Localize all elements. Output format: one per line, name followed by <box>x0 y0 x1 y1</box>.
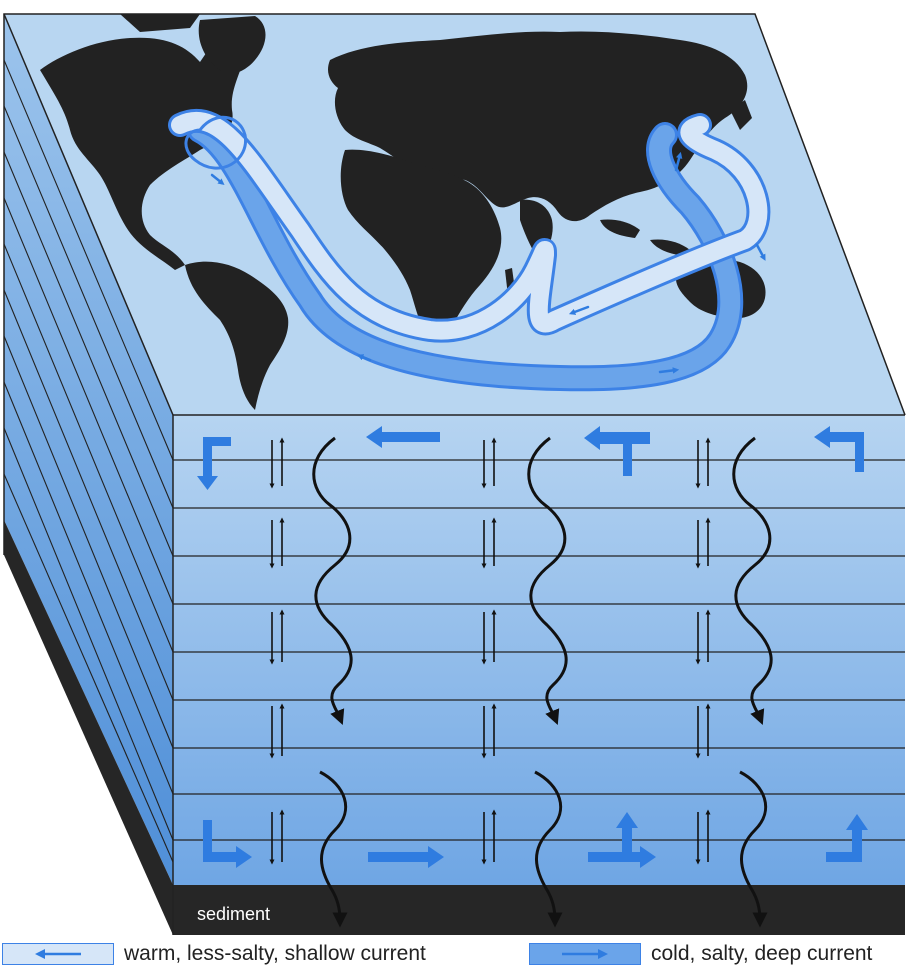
left-arrow-icon <box>35 949 81 959</box>
sinking-wavy-lines <box>312 436 773 928</box>
upwelling-arrow <box>588 812 656 868</box>
sediment-label: sediment <box>197 904 271 924</box>
wavy-line-2-upper <box>527 436 568 725</box>
ocean-side-face <box>4 14 173 885</box>
legend-cold-current: cold, salty, deep current <box>529 941 872 967</box>
mixing-column-2 <box>481 437 497 865</box>
wavy-line-1-upper <box>312 436 353 725</box>
front-current-arrows <box>197 426 868 868</box>
indonesia-islands <box>650 239 690 256</box>
wavy-line-2-lower <box>534 770 563 928</box>
water-layer-lines <box>173 459 905 841</box>
north-atlantic-loop <box>184 115 247 170</box>
north-america-landmass <box>40 35 246 270</box>
arctic-landmass <box>120 14 200 32</box>
wavy-line-3-upper <box>732 436 773 725</box>
legend-warm-current: warm, less-salty, shallow current <box>2 941 426 967</box>
sediment-layer <box>173 885 905 935</box>
warm-current-swatch <box>2 943 114 965</box>
mixing-arrows <box>269 437 711 865</box>
mixing-column-3 <box>695 437 711 865</box>
deep-current-arrow-2 <box>368 846 444 868</box>
surface-downwelling-arrow <box>197 437 231 490</box>
greenland-landmass <box>198 16 266 74</box>
ocean-front-face <box>173 415 905 885</box>
side-sediment <box>4 520 173 935</box>
conveyor-belt <box>168 108 771 392</box>
south-america-landmass <box>185 261 289 410</box>
cold-current-swatch <box>529 943 641 965</box>
indonesia-landmass <box>600 219 640 238</box>
africa-landmass <box>340 149 502 338</box>
surface-current-arrow-2 <box>584 426 650 476</box>
surface-current-arrow-1 <box>366 426 440 448</box>
block-outline <box>3 13 906 935</box>
wavy-line-3-lower <box>739 770 768 928</box>
cold-current-label: cold, salty, deep current <box>651 942 873 965</box>
warm-current-label: warm, less-salty, shallow current <box>124 942 426 965</box>
mixing-column-1 <box>269 437 285 865</box>
deep-current-arrow-1 <box>203 820 252 868</box>
surface-current-arrow-3 <box>814 426 864 472</box>
deep-current-arrow-3 <box>826 814 868 862</box>
right-arrow-icon <box>562 949 608 959</box>
side-layer-lines <box>3 59 174 863</box>
wavy-line-1-lower <box>319 770 348 928</box>
japan-landmass <box>730 100 752 130</box>
